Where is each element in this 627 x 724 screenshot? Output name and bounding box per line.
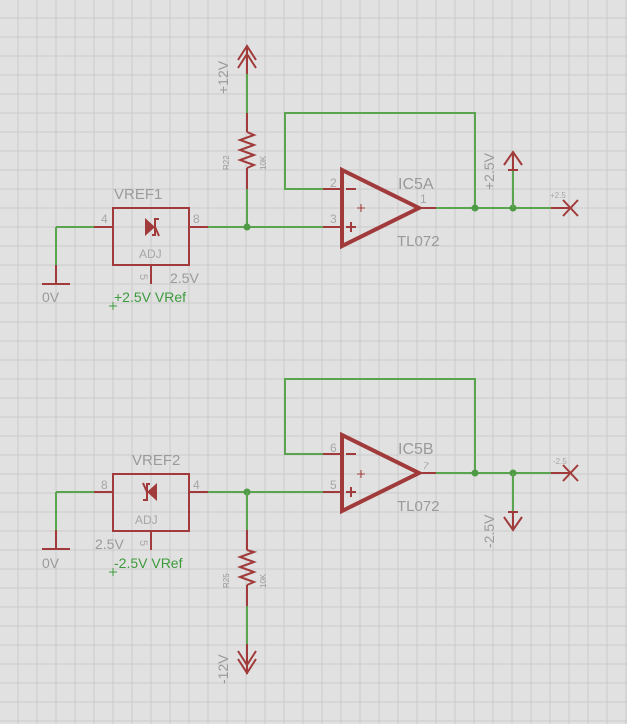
resistor-r25[interactable]: R25 10K <box>222 530 268 606</box>
vref2-pin-5: 5 <box>137 540 149 546</box>
output-net-label-plus-2v5: +2.5V <box>481 152 497 190</box>
ic5a-pin-3: 3 <box>330 212 337 226</box>
ic5b-pin-5: 5 <box>330 478 337 492</box>
ground-top-label: 0V <box>42 289 60 305</box>
ic5a-pin-2: 2 <box>330 176 337 190</box>
zener-diode-icon <box>142 482 157 501</box>
ic5b-pin-6: 6 <box>330 441 337 455</box>
supply-plus-2v5[interactable] <box>503 150 523 171</box>
vref1-pin-5: 5 <box>137 274 149 280</box>
ic5a-value: TL072 <box>397 233 440 250</box>
zener-diode-icon <box>145 218 160 237</box>
supply-minus12v-label: -12V <box>215 654 231 684</box>
opamp-ic5a[interactable]: 2 3 1 IC5A TL072 <box>330 166 440 250</box>
vref2-adj-label: ADJ <box>135 513 158 527</box>
vref1[interactable]: VREF1 4 8 ADJ 5 2.5V <box>94 186 208 286</box>
junction <box>471 204 479 212</box>
supply-minus12v[interactable]: -12V <box>215 644 257 684</box>
junction <box>471 469 479 477</box>
ic5a-pin-1: 1 <box>420 192 427 206</box>
vref2-pin-4: 4 <box>193 478 200 492</box>
bottom-circuit: VREF2 8 4 ADJ 5 2.5V 0V -2.5V VRef <box>42 378 579 684</box>
supply-plus12v[interactable]: +12V <box>215 44 257 94</box>
resistor-r25-name: R25 <box>222 573 231 588</box>
no-connect-minus-2v5[interactable]: -2.5 <box>551 457 579 482</box>
supply-minus-2v5[interactable] <box>503 511 523 532</box>
output-net-label-minus-2v5: -2.5V <box>481 514 497 548</box>
resistor-r22[interactable]: R22 10K <box>222 113 268 189</box>
vref1-voltage: 2.5V <box>170 270 199 286</box>
resistor-r22-value: 10K <box>259 155 268 170</box>
vref1-pin-4: 4 <box>101 212 108 226</box>
net-label-minus-2v5-vref[interactable]: -2.5V VRef <box>114 555 183 571</box>
junction <box>243 223 251 231</box>
vref1-name: VREF1 <box>114 186 162 203</box>
vref2-name: VREF2 <box>132 452 180 469</box>
ground-0v-top[interactable]: 0V <box>42 265 70 305</box>
resistor-r25-value: 10K <box>259 573 268 588</box>
marker-plus-2v5: +2.5 <box>550 191 566 200</box>
ic5b-pin-7: 7 <box>422 461 431 473</box>
vref2[interactable]: VREF2 8 4 ADJ 5 2.5V <box>94 452 208 552</box>
ic5b-value: TL072 <box>397 498 440 515</box>
no-connect-plus-2v5[interactable]: +2.5 <box>550 191 579 217</box>
marker-minus-2v5: -2.5 <box>553 457 567 466</box>
net-label-plus-2v5-vref[interactable]: +2.5V VRef <box>114 289 186 305</box>
opamp-ic5b[interactable]: 6 5 7 IC5B TL072 <box>330 431 440 515</box>
ground-bottom-label: 0V <box>42 555 60 571</box>
vref2-voltage: 2.5V <box>95 536 124 552</box>
ground-0v-bottom[interactable]: 0V <box>42 530 70 571</box>
vref1-adj-label: ADJ <box>139 247 162 261</box>
ic5b-name: IC5B <box>398 441 434 458</box>
supply-plus12v-label: +12V <box>215 60 231 94</box>
vref1-pin-8: 8 <box>193 212 200 226</box>
vref2-pin-8: 8 <box>101 478 108 492</box>
top-circuit: +12V R22 10K VREF1 4 8 ADJ <box>42 44 579 310</box>
resistor-r22-name: R22 <box>222 155 231 170</box>
ic5a-name: IC5A <box>398 176 434 193</box>
